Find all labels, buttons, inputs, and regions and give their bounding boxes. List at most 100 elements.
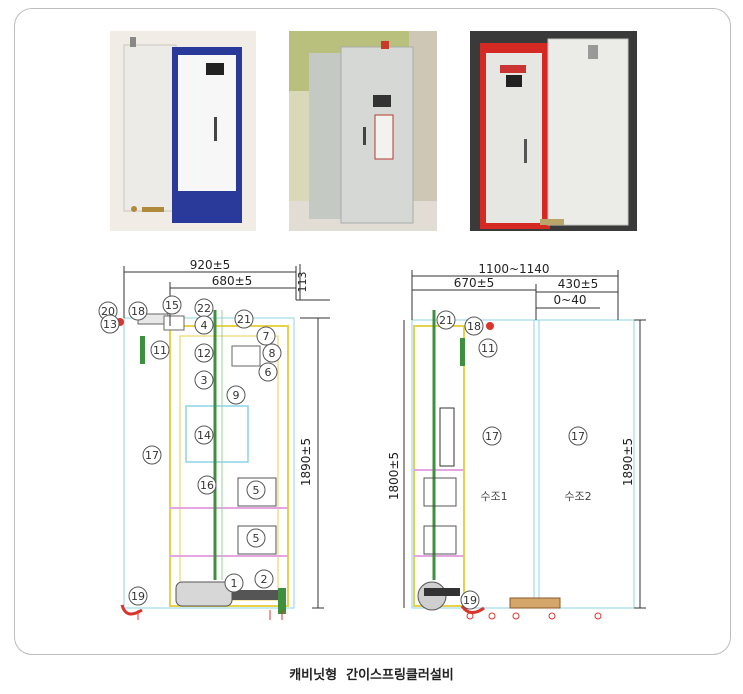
battery-right-upper [423,477,457,507]
part-label-circle [194,425,214,445]
dim-top-offset: 113 [296,272,309,293]
part-label-text: 8 [269,347,276,360]
photo-red-cabinet [470,31,637,231]
part-label-text: 16 [200,479,214,492]
dim-inner-height: 1800±5 [387,452,401,500]
part-label-text: 18 [131,305,145,318]
part-label-text: 11 [481,342,495,355]
part-label-text: 3 [201,374,208,387]
part-label-text: 19 [131,590,145,603]
tank1-outline [411,319,535,609]
battery-lower [237,525,277,555]
part-label-circle [482,426,502,446]
part-label-text: 4 [201,319,208,332]
part-label-text: 22 [197,302,211,315]
part-label-text: 18 [467,320,481,333]
tank2-outline [533,319,635,609]
blue-cabinet-illustration [123,37,242,223]
part-label-text: 13 [103,318,117,331]
dimension-lines-right [403,270,646,609]
part-label-text: 21 [237,313,251,326]
part-label-text: 1 [231,577,238,590]
tank2-label: 수조2 [564,490,591,503]
drain-right [460,605,485,614]
pump-base [232,590,282,600]
part-label-text: 21 [439,314,453,327]
part-label-circle [478,338,498,358]
part-label-circle [464,316,484,336]
caption-left: 캐비닛형 [289,668,338,683]
dim-height-left: 1890±5 [299,438,313,486]
part-label-text: 6 [265,366,272,379]
feet-right [466,612,602,620]
part-label-circle [234,309,254,329]
dim-gap: 0~40 [554,293,587,307]
dimension-lines-left [123,264,330,609]
part-label-text: 12 [197,347,211,360]
inner-frame-left [169,325,289,607]
battery-upper [237,477,277,507]
tank1-label: 수조1 [480,490,507,503]
part-label-text: 11 [153,344,167,357]
control-box-right [439,407,455,467]
photo-grey-cabinet [289,31,437,231]
dim-overall-width-left: 920±5 [190,258,231,272]
discharge-pipe [278,588,286,614]
part-label-circle [460,590,480,610]
part-label-circle [100,314,120,334]
photo-blue-cabinet [110,31,256,231]
red-cabinet-illustration [470,31,637,231]
part-label-circle [194,343,214,363]
pressure-tank-valves [231,345,261,367]
part-label-text: 15 [165,299,179,312]
control-panel [185,405,249,463]
connection-pipe [509,597,561,609]
part-label-circle [254,569,274,589]
part-label-text: 9 [233,389,240,402]
part-label-circle [568,426,588,446]
part-label-circle [226,385,246,405]
part-label-circle [262,343,282,363]
part-label-circle [246,480,266,500]
part-label-text: 19 [463,594,477,607]
part-label-circle [194,370,214,390]
inner-frame-right [413,325,465,607]
pump [175,581,233,607]
part-label-circle [142,445,162,465]
part-label-text: 17 [145,449,159,462]
level-gauge-left [140,336,145,364]
part-label-text: 7 [263,330,270,343]
part-label-text: 17 [571,430,585,443]
part-label-circle [128,301,148,321]
flow-switch [163,315,185,331]
dim-cabinet-width-left: 680±5 [212,274,253,288]
part-label-text: 2 [261,573,268,586]
pump-side-pipe [424,588,460,596]
part-label-circle [162,295,182,315]
dim-height-right: 1890±5 [621,438,635,486]
part-label-circle [258,362,278,382]
caption-right: 간이스프링클러설비 [346,668,454,683]
drain-left [120,604,143,616]
part-label-circle [246,528,266,548]
battery-right-lower [423,525,457,555]
part-label-circle [224,573,244,593]
grey-cabinet-illustration [289,31,437,231]
red-fitting-right [486,322,494,330]
part-label-circle [256,326,276,346]
dim-tank-width: 670±5 [454,276,495,290]
part-label-circle [128,586,148,606]
part-label-text: 14 [197,429,211,442]
dim-overall-width-right: 1100~1140 [478,262,549,276]
part-label-circle [194,315,214,335]
figure-caption: 캐비닛형 간이스프링클러설비 [0,664,743,683]
part-label-circle [150,340,170,360]
right-view: 1100~1140 670±5 430±5 0~40 1800±5 1890±5… [387,262,646,620]
part-label-circle [436,310,456,330]
part-label-text: 5 [253,532,260,545]
level-gauge-right [460,338,465,366]
